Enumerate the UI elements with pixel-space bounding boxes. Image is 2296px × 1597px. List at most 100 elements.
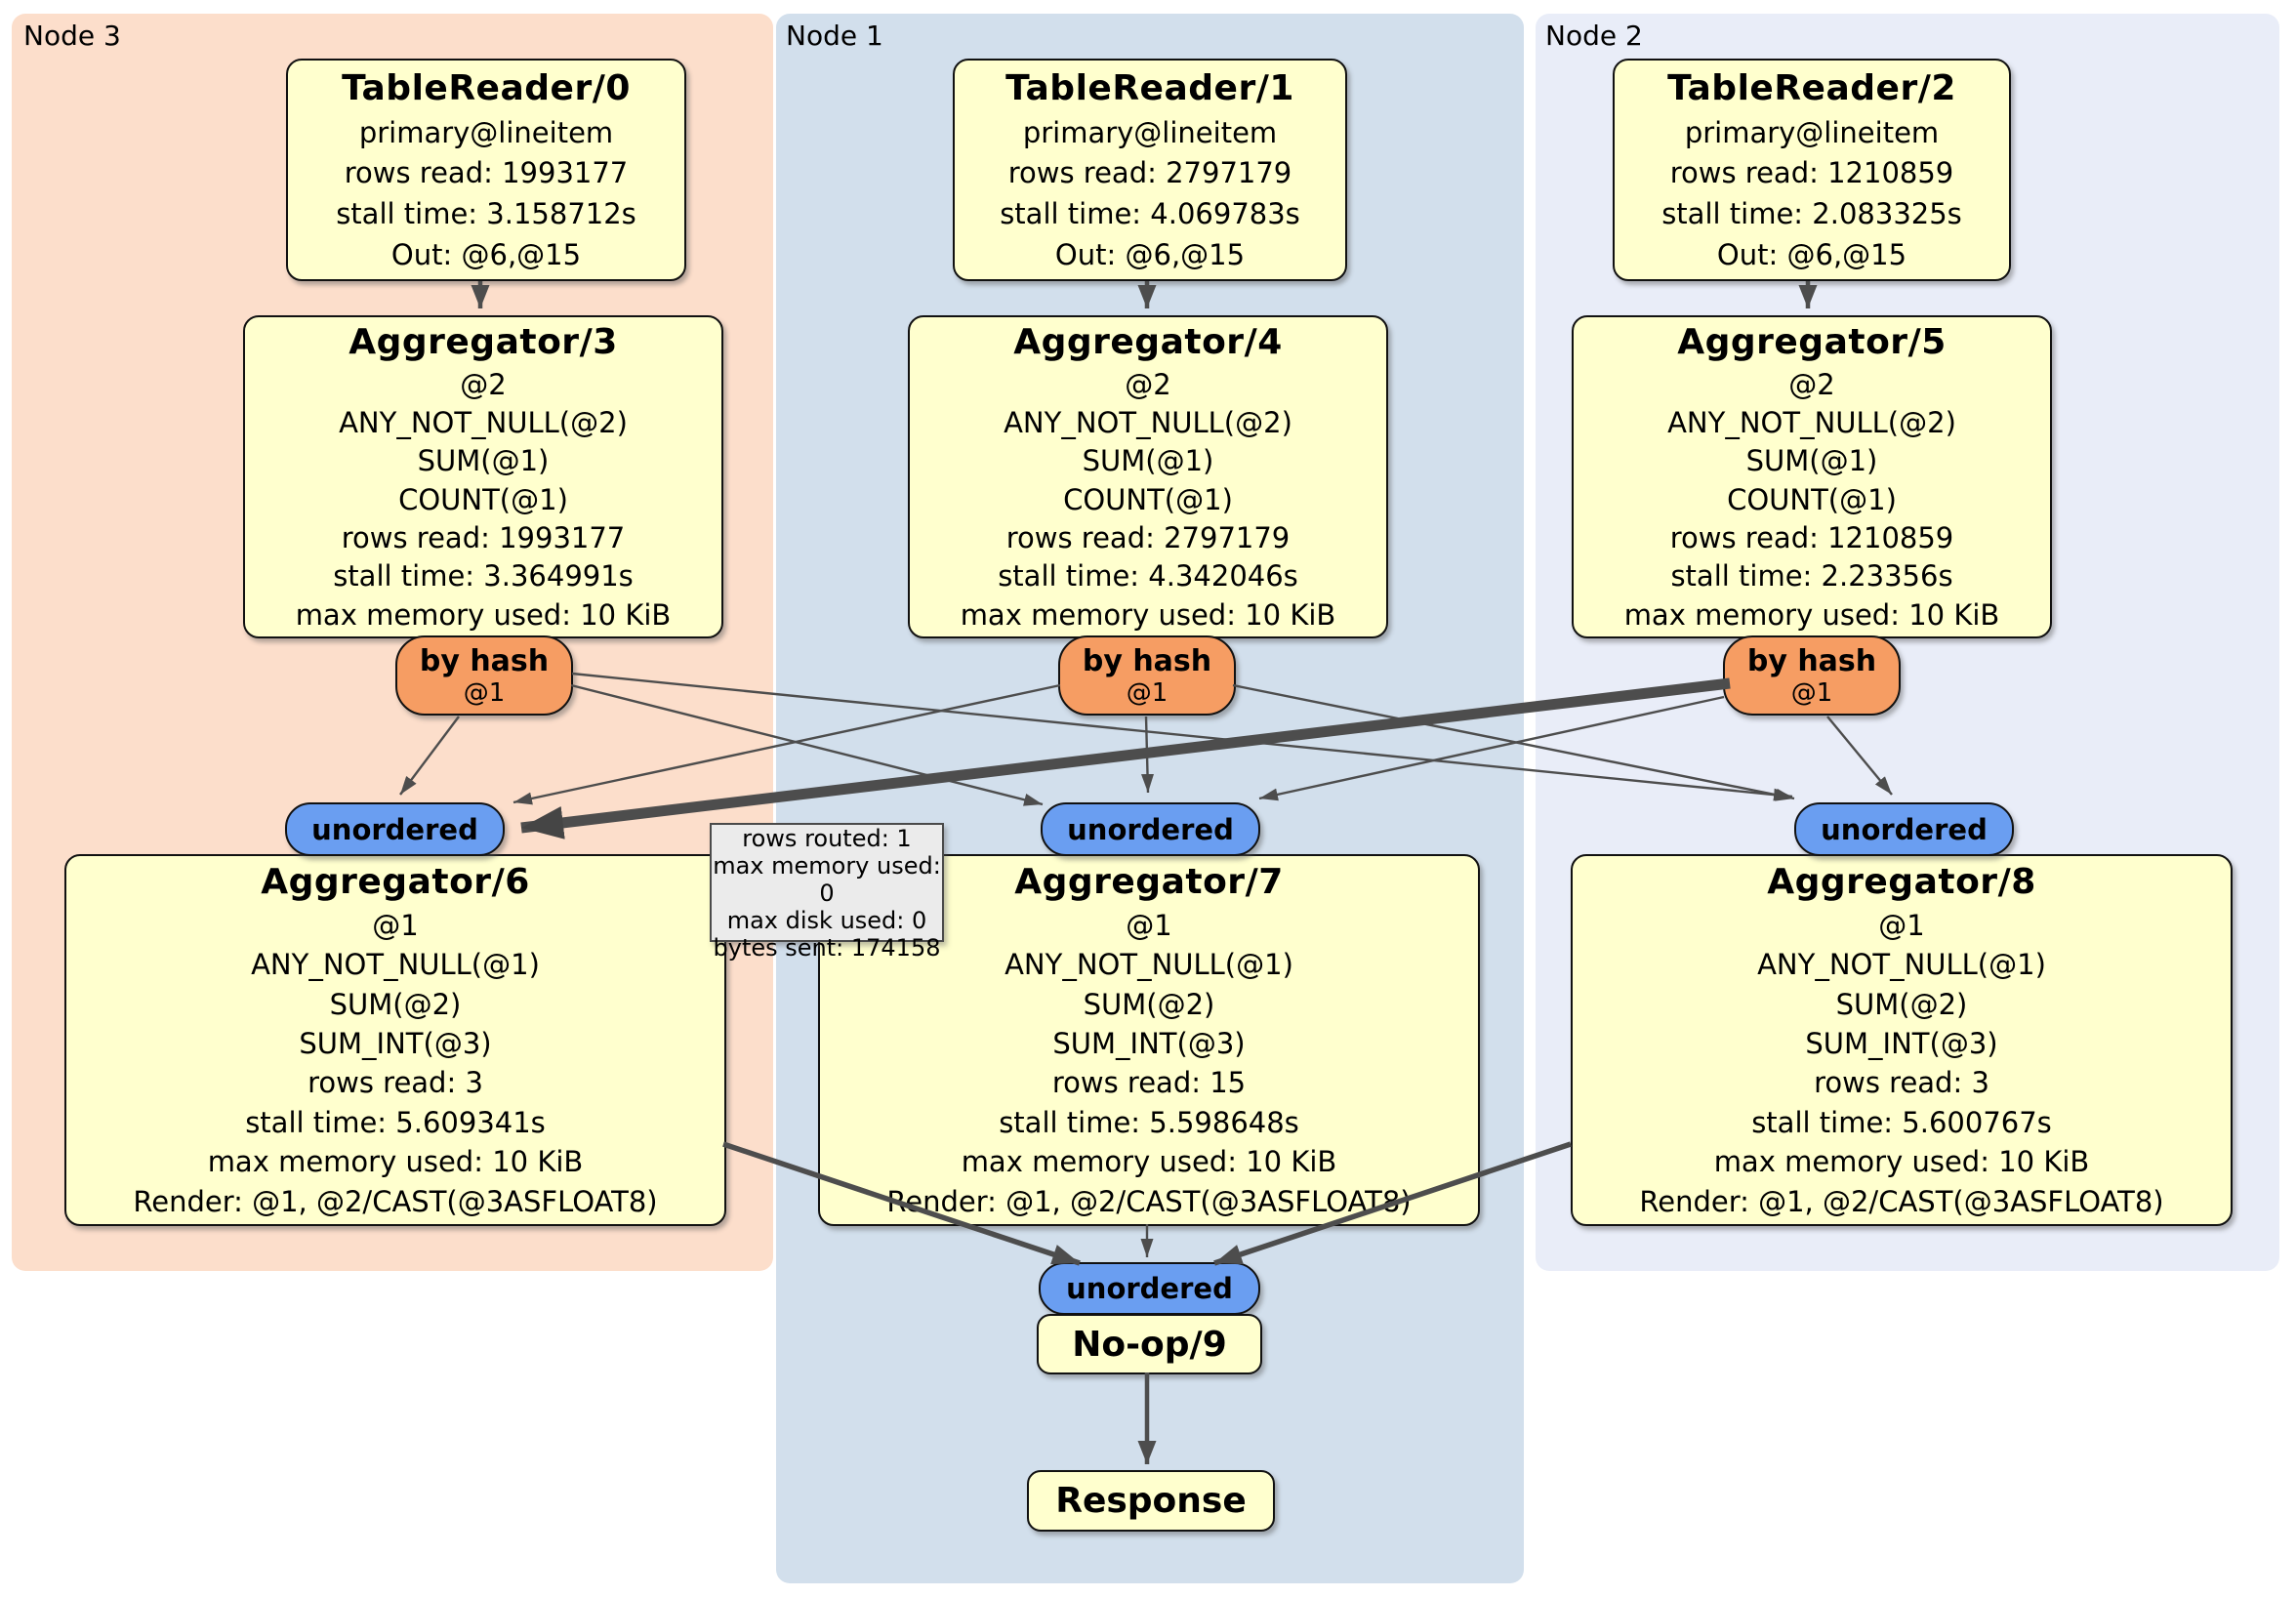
node-detail: max memory used: 10 KiB: [295, 597, 672, 632]
tooltip-line: rows routed: 1: [742, 825, 912, 852]
node-detail: Out: @6,@15: [1054, 238, 1246, 272]
node-detail: SUM_INT(@3): [299, 1026, 492, 1060]
node-detail: stall time: 3.364991s: [333, 559, 634, 594]
node-detail: SUM_INT(@3): [1052, 1026, 1246, 1060]
node-title: Aggregator/4: [1013, 322, 1283, 363]
node-detail: max memory used: 10 KiB: [960, 597, 1336, 632]
node-detail: COUNT(@1): [1727, 482, 1897, 516]
node-detail: ANY_NOT_NULL(@1): [251, 948, 540, 982]
node-title: TableReader/2: [1667, 67, 1956, 108]
node-detail: stall time: 4.069783s: [1000, 197, 1300, 231]
node-detail: @2: [1125, 367, 1171, 401]
node-detail: stall time: 2.083325s: [1661, 197, 1962, 231]
node-detail: rows read: 3: [308, 1066, 483, 1100]
router-by-hash-node3: by hash @1: [395, 635, 573, 716]
node-title: TableReader/1: [1005, 67, 1294, 108]
sync-unordered-node2: unordered: [1794, 802, 2014, 856]
sync-unordered-final: unordered: [1039, 1262, 1260, 1315]
node-detail: rows read: 1993177: [341, 520, 626, 554]
node-detail: primary@lineitem: [358, 115, 614, 149]
node-detail: max memory used: 10 KiB: [1623, 597, 2000, 632]
node-detail: stall time: 5.600767s: [1751, 1105, 2052, 1139]
router-key: @1: [1126, 677, 1168, 708]
tooltip-line: max disk used: 0: [726, 907, 927, 934]
node-detail: SUM(@2): [1835, 987, 1968, 1021]
node-aggregator-4: Aggregator/4 @2 ANY_NOT_NULL(@2) SUM(@1)…: [908, 315, 1388, 638]
node-title: No-op/9: [1072, 1324, 1227, 1365]
node-detail: SUM(@1): [1745, 444, 1878, 478]
node-detail: max memory used: 10 KiB: [1713, 1145, 2090, 1179]
node-detail: stall time: 2.23356s: [1670, 559, 1953, 594]
node-title: Aggregator/5: [1677, 322, 1947, 363]
node-title: Aggregator/8: [1767, 862, 2036, 903]
panel-label-node1: Node 1: [786, 20, 883, 52]
node-detail: rows read: 1210859: [1669, 156, 1954, 190]
router-key: @1: [1790, 677, 1833, 708]
sync-label: unordered: [1067, 812, 1234, 846]
node-detail: ANY_NOT_NULL(@2): [1667, 405, 1956, 439]
node-detail: rows read: 3: [1814, 1066, 1989, 1100]
node-response: Response: [1027, 1470, 1275, 1532]
node-tablereader-0: TableReader/0 primary@lineitem rows read…: [286, 59, 686, 281]
node-aggregator-8: Aggregator/8 @1 ANY_NOT_NULL(@1) SUM(@2)…: [1571, 854, 2233, 1226]
sync-label: unordered: [1066, 1272, 1233, 1305]
node-title: Response: [1055, 1481, 1247, 1521]
router-key: @1: [463, 677, 506, 708]
panel-label-node2: Node 2: [1545, 20, 1643, 52]
node-detail: primary@lineitem: [1684, 115, 1940, 149]
node-detail: COUNT(@1): [1063, 482, 1233, 516]
router-by-hash-node1: by hash @1: [1058, 635, 1236, 716]
node-detail: stall time: 5.598648s: [999, 1105, 1299, 1139]
node-aggregator-3: Aggregator/3 @2 ANY_NOT_NULL(@2) SUM(@1)…: [243, 315, 723, 638]
node-detail: rows read: 2797179: [1005, 520, 1291, 554]
node-detail: SUM_INT(@3): [1805, 1026, 1998, 1060]
node-detail: SUM(@2): [329, 987, 462, 1021]
router-by-hash-node2: by hash @1: [1723, 635, 1901, 716]
node-detail: rows read: 1993177: [344, 156, 629, 190]
node-tablereader-2: TableReader/2 primary@lineitem rows read…: [1613, 59, 2011, 281]
node-detail: Render: @1, @2/CAST(@3ASFLOAT8): [133, 1184, 658, 1218]
node-title: TableReader/0: [342, 67, 631, 108]
node-detail: @2: [1788, 367, 1835, 401]
node-detail: max memory used: 10 KiB: [207, 1145, 584, 1179]
node-detail: rows read: 2797179: [1007, 156, 1292, 190]
node-detail: COUNT(@1): [398, 482, 568, 516]
edge-stats-tooltip: rows routed: 1 max memory used: 0 max di…: [710, 823, 944, 962]
node-detail: rows read: 15: [1051, 1066, 1247, 1100]
node-detail: Out: @6,@15: [1716, 238, 1907, 272]
node-tablereader-1: TableReader/1 primary@lineitem rows read…: [953, 59, 1347, 281]
node-detail: @1: [372, 908, 419, 942]
node-detail: SUM(@1): [1082, 444, 1214, 478]
node-detail: @2: [460, 367, 507, 401]
node-detail: ANY_NOT_NULL(@2): [339, 405, 628, 439]
node-aggregator-5: Aggregator/5 @2 ANY_NOT_NULL(@2) SUM(@1)…: [1572, 315, 2052, 638]
node-noop-9: No-op/9: [1037, 1314, 1262, 1374]
sync-label: unordered: [1821, 812, 1988, 846]
node-detail: max memory used: 10 KiB: [961, 1145, 1337, 1179]
node-detail: SUM(@1): [417, 444, 550, 478]
router-label: by hash: [1746, 643, 1877, 678]
sync-unordered-node1: unordered: [1041, 802, 1260, 856]
node-detail: Render: @1, @2/CAST(@3ASFLOAT8): [886, 1184, 1412, 1218]
node-detail: SUM(@2): [1083, 987, 1215, 1021]
node-title: Aggregator/3: [348, 322, 618, 363]
node-detail: rows read: 1210859: [1669, 520, 1954, 554]
node-detail: ANY_NOT_NULL(@1): [1757, 948, 2046, 982]
node-detail: @1: [1126, 908, 1172, 942]
node-detail: ANY_NOT_NULL(@1): [1004, 948, 1293, 982]
node-detail: Render: @1, @2/CAST(@3ASFLOAT8): [1639, 1184, 2164, 1218]
sync-label: unordered: [311, 812, 478, 846]
sync-unordered-node3: unordered: [285, 802, 505, 856]
node-detail: stall time: 3.158712s: [336, 197, 636, 231]
node-detail: Out: @6,@15: [390, 238, 582, 272]
node-detail: ANY_NOT_NULL(@2): [1004, 405, 1292, 439]
node-aggregator-6: Aggregator/6 @1 ANY_NOT_NULL(@1) SUM(@2)…: [64, 854, 726, 1226]
node-detail: primary@lineitem: [1022, 115, 1278, 149]
panel-label-node3: Node 3: [23, 20, 121, 52]
node-title: Aggregator/6: [261, 862, 530, 903]
router-label: by hash: [419, 643, 550, 678]
tooltip-line: max memory used: 0: [713, 852, 941, 907]
node-detail: @1: [1878, 908, 1925, 942]
node-detail: stall time: 5.609341s: [245, 1105, 546, 1139]
